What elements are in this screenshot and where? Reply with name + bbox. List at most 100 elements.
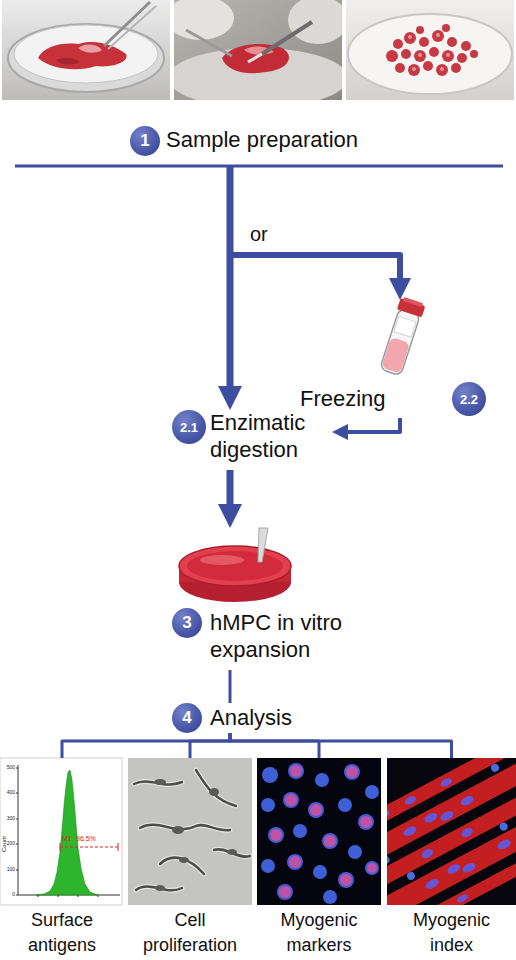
myotube-image — [403, 794, 417, 806]
minced-tissue-photo — [429, 47, 439, 57]
panel-caption: Myogenic markers — [263, 908, 375, 958]
cryovial — [378, 296, 426, 376]
immunofluorescence-image — [262, 767, 278, 783]
phase-contrast-image — [172, 826, 184, 834]
panel-caption: Cell proliferation — [134, 908, 246, 958]
immunofluorescence-image — [293, 824, 307, 838]
minced-tissue-photo — [404, 32, 416, 44]
myotube-image — [498, 821, 509, 832]
step-number: 2.1 — [172, 410, 206, 444]
step-title: hMPC in vitro expansion — [210, 609, 360, 663]
immunofluorescence-image — [261, 859, 275, 873]
myotube-image — [439, 809, 455, 823]
immunofluorescence-image — [279, 886, 291, 898]
cutting-photo — [186, 30, 232, 56]
immunofluorescence-image — [288, 763, 304, 779]
phase-contrast-image — [134, 770, 250, 890]
immunofluorescence-image — [283, 792, 299, 808]
myotube-image — [423, 811, 439, 825]
cutting-photo — [174, 0, 234, 40]
myotube-image — [387, 765, 516, 905]
minced-tissue-photo — [470, 50, 478, 58]
immunofluorescence-image — [315, 773, 329, 787]
immunofluorescence-image — [340, 874, 352, 886]
axis-tick: 200 — [3, 841, 15, 846]
immunofluorescence-image — [360, 816, 372, 828]
immunofluorescence-image — [270, 829, 282, 841]
minced-tissue-photo — [412, 67, 416, 71]
flow-arrow — [227, 166, 234, 402]
axis-tick: 100 — [3, 867, 15, 872]
minced-tissue-photo — [461, 41, 471, 51]
myotube-image — [459, 794, 475, 808]
myotube-image — [446, 862, 462, 876]
immunofluorescence-image — [308, 802, 324, 818]
tissue-photo — [2, 0, 170, 100]
axis-tick: 500 — [3, 765, 15, 770]
minced-tissue-photo — [401, 49, 411, 59]
tissue-photo — [104, 2, 150, 46]
culture-dish — [179, 528, 291, 602]
immunofluorescence-image — [287, 854, 303, 870]
cutting-photo — [288, 0, 342, 44]
minced-tissue-photo — [457, 53, 467, 63]
step-node: 1Sample preparation — [128, 125, 418, 166]
myotube-image — [460, 826, 474, 839]
immunofluorescence-image — [270, 765, 377, 898]
immunofluorescence-image — [322, 833, 338, 849]
minced-tissue-photo — [418, 53, 422, 57]
step-node: 3hMPC in vitro expansion — [170, 528, 362, 670]
immunofluorescence-image — [261, 763, 379, 904]
phase-contrast-image — [214, 849, 250, 856]
flow-arrow — [227, 470, 234, 520]
immunofluorescence-image — [261, 798, 275, 812]
histogram-plot — [16, 844, 18, 845]
immunofluorescence-image — [346, 766, 358, 778]
phase-contrast-image — [179, 857, 189, 863]
cutting-photo — [174, 48, 342, 100]
phase-contrast-image — [209, 788, 219, 796]
step-title: Freezing — [300, 385, 410, 412]
minced-tissue-photo — [442, 24, 450, 32]
immunofluorescence-image — [285, 794, 297, 806]
myotube-image — [456, 893, 469, 904]
immunofluorescence-image — [290, 765, 302, 777]
myotube-image — [387, 827, 516, 905]
immunofluorescence-image — [338, 872, 354, 888]
immunofluorescence-image — [323, 890, 337, 904]
tissue-photo — [78, 44, 102, 52]
minced-tissue-photo — [348, 14, 512, 94]
myotube-image — [424, 877, 440, 891]
histogram-plot — [16, 768, 18, 769]
minced-tissue-photo — [432, 30, 444, 42]
myotube-image — [402, 824, 418, 838]
tissue-photo — [8, 24, 164, 92]
immunofluorescence-image — [358, 814, 374, 830]
phase-contrast-image — [227, 849, 237, 855]
minced-tissue-photo — [386, 24, 478, 76]
tissue-photo — [2, 0, 170, 100]
cryovial — [403, 297, 423, 307]
phase-contrast-image — [160, 858, 204, 874]
histogram-plot — [60, 843, 61, 851]
gate-percentage: 96.5% — [76, 835, 96, 842]
phase-contrast-image — [155, 885, 165, 891]
step-node: 4Analysis — [170, 703, 310, 733]
minced-tissue-photo — [386, 50, 398, 62]
immunofluorescence-image — [338, 798, 352, 812]
minced-tissue-photo — [419, 37, 429, 47]
minced-tissue-photo — [442, 50, 454, 62]
myotube-image — [387, 758, 516, 905]
histogram-plot — [18, 765, 19, 895]
myotube-image — [461, 861, 477, 875]
step-title: Sample preparation — [166, 126, 416, 153]
phase-contrast-image — [196, 770, 236, 806]
minced-tissue-photo — [451, 63, 461, 73]
myotube-image — [420, 847, 434, 860]
myotube-image — [496, 838, 512, 852]
immunofluorescence-image — [324, 835, 336, 847]
myotube-image — [387, 758, 516, 905]
histogram-plot — [0, 758, 122, 905]
minced-tissue-photo — [446, 53, 450, 57]
histogram-plot — [16, 819, 18, 820]
